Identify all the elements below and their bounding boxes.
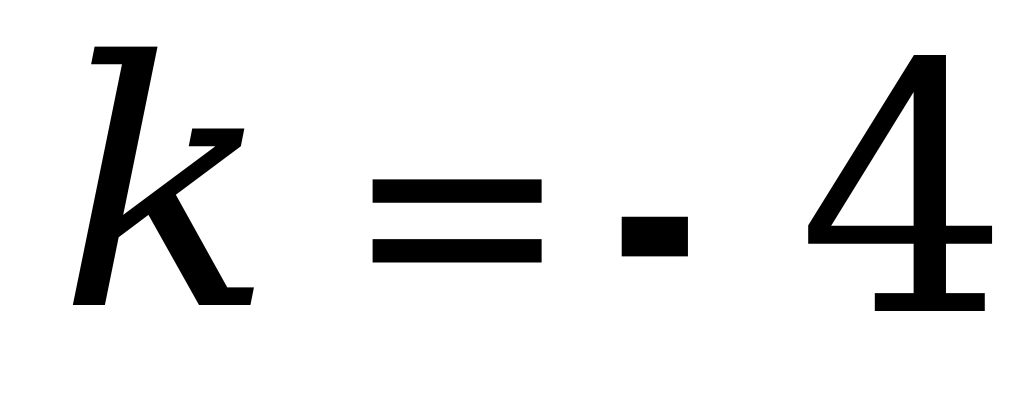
minus-sign: - [610,35,700,388]
equals-sign: = [344,37,571,386]
number-4: 4 [798,0,1009,393]
variable-k: k [58,0,275,386]
